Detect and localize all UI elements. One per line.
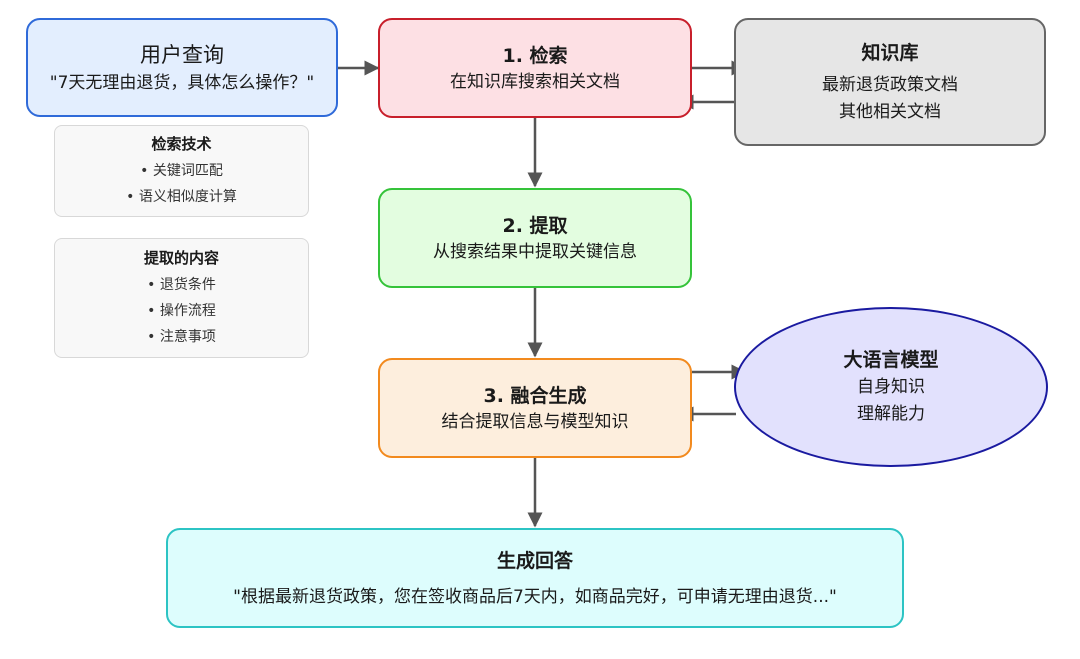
extract-step-text: 从搜索结果中提取关键信息 (433, 241, 637, 262)
retrieval-tech-title: 检索技术 (151, 135, 212, 153)
extracted-content-note: 提取的内容 • 退货条件 • 操作流程 • 注意事项 (54, 238, 309, 358)
llm-title: 大语言模型 (843, 349, 939, 371)
fuse-generate-step-title: 3. 融合生成 (483, 384, 587, 407)
knowledge-base-box: 知识库 最新退货政策文档 其他相关文档 (734, 18, 1046, 146)
llm-item: 自身知识 (857, 377, 925, 397)
extracted-content-title: 提取的内容 (143, 249, 219, 267)
llm-item: 理解能力 (857, 404, 925, 424)
user-query-box: 用户查询 "7天无理由退货，具体怎么操作？" (26, 18, 338, 117)
retrieve-step-text: 在知识库搜索相关文档 (450, 71, 620, 92)
retrieve-step-title: 1. 检索 (502, 44, 568, 67)
retrieval-tech-note: 检索技术 • 关键词匹配 • 语义相似度计算 (54, 125, 309, 217)
user-query-title: 用户查询 (140, 43, 224, 67)
extracted-content-item: • 退货条件 (147, 277, 216, 293)
extracted-content-item: • 注意事项 (147, 329, 216, 345)
retrieval-tech-item: • 关键词匹配 (140, 163, 223, 179)
knowledge-base-item: 其他相关文档 (839, 102, 941, 122)
extracted-content-item: • 操作流程 (147, 303, 216, 319)
user-query-text: "7天无理由退货，具体怎么操作？" (49, 73, 315, 93)
answer-title: 生成回答 (496, 549, 573, 572)
llm-ellipse: 大语言模型 自身知识 理解能力 (734, 307, 1048, 467)
answer-box: 生成回答 "根据最新退货政策，您在签收商品后7天内，如商品完好，可申请无理由退货… (166, 528, 904, 628)
fuse-generate-step-text: 结合提取信息与模型知识 (441, 411, 629, 432)
extract-step-box: 2. 提取 从搜索结果中提取关键信息 (378, 188, 692, 288)
fuse-generate-step-box: 3. 融合生成 结合提取信息与模型知识 (378, 358, 692, 458)
answer-text: "根据最新退货政策，您在签收商品后7天内，如商品完好，可申请无理由退货..." (233, 586, 837, 607)
retrieval-tech-item: • 语义相似度计算 (126, 189, 237, 205)
retrieve-step-box: 1. 检索 在知识库搜索相关文档 (378, 18, 692, 118)
extract-step-title: 2. 提取 (502, 214, 568, 237)
knowledge-base-item: 最新退货政策文档 (822, 75, 958, 95)
knowledge-base-title: 知识库 (861, 42, 919, 64)
